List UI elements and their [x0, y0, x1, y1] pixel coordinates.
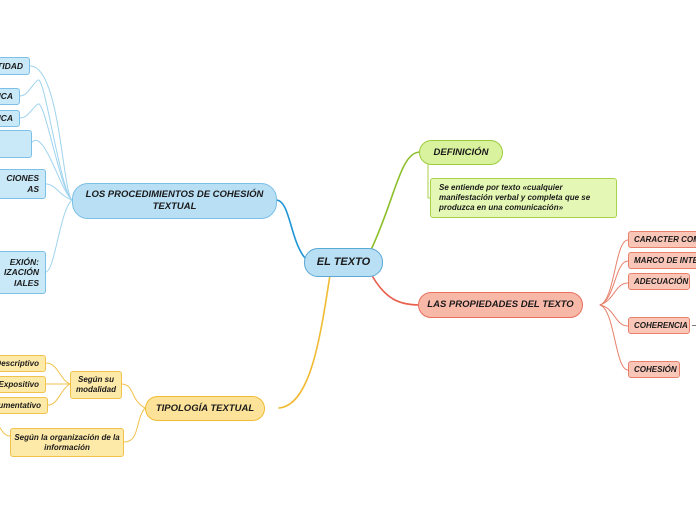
connector-prop-1 [599, 239, 629, 306]
propiedad-caracter-node[interactable]: CARACTER COMU [628, 231, 696, 248]
propiedad-cohesion-node[interactable]: COHESIÓN [628, 361, 680, 378]
connector-prop-3 [599, 282, 629, 306]
modalidad-node[interactable]: Según su modalidad [70, 371, 122, 399]
propiedad-adecuacion-node[interactable]: ADECUACIÓN [628, 273, 690, 290]
procedimiento-1-node[interactable]: ITIDAD [0, 57, 30, 75]
connector-proc-1 [29, 65, 73, 201]
connector-prop-5 [599, 304, 629, 371]
connector-proc-5 [45, 183, 73, 201]
connector-tip-modalidad [121, 383, 146, 409]
procedimiento-6-node[interactable]: EXIÓN: IZACIÓN IALES [0, 251, 46, 294]
propiedad-marco-node[interactable]: MARCO DE INTE [628, 252, 696, 269]
connector-center-procedimientos [275, 199, 306, 259]
connector-tip-organizacion [123, 407, 146, 443]
connector-proc-3 [19, 103, 73, 201]
connector-proc-6 [45, 199, 73, 273]
connector-prop-4 [599, 304, 629, 327]
connector-center-propiedades [369, 271, 421, 306]
propiedades-node[interactable]: LAS PROPIEDADES DEL TEXTO [418, 292, 583, 318]
connector-center-tipologia [278, 274, 331, 409]
modalidad-expositivo-node[interactable]: Expositivo [0, 376, 46, 393]
organizacion-node[interactable]: Según la organización de la información [10, 428, 124, 457]
connector-org-stub [0, 427, 11, 437]
procedimiento-3-node[interactable]: ÍMICA [0, 110, 20, 127]
connector-proc-4 [31, 139, 73, 201]
definicion-node[interactable]: DEFINICIÓN [419, 140, 503, 165]
tipologia-node[interactable]: TIPOLOGÍA TEXTUAL [145, 396, 265, 421]
modalidad-descriptivo-node[interactable]: Descriptivo [0, 355, 46, 372]
procedimiento-4-node[interactable] [0, 130, 32, 158]
propiedad-coherencia-node[interactable]: COHERENCIA [628, 317, 690, 334]
modalidad-argumentativo-node[interactable]: umentativo [0, 397, 48, 414]
procedimientos-node[interactable]: LOS PROCEDIMIENTOS DE COHESIÓN TEXTUAL [72, 183, 277, 219]
procedimiento-5-node[interactable]: CIONES AS [0, 169, 46, 199]
coherencia-collapse-indicator [692, 325, 696, 326]
connector-center-definicion [369, 151, 421, 253]
connector-mod-1 [45, 362, 71, 385]
connector-mod-3 [47, 383, 71, 406]
connector-definicion-text [427, 163, 431, 199]
connector-prop-2 [599, 260, 629, 306]
definicion-text-node[interactable]: Se entiende por texto «cualquier manifes… [430, 178, 617, 218]
procedimiento-2-node[interactable]: ICA [0, 88, 20, 105]
center-node[interactable]: EL TEXTO [304, 248, 383, 277]
connector-proc-2 [19, 79, 73, 201]
